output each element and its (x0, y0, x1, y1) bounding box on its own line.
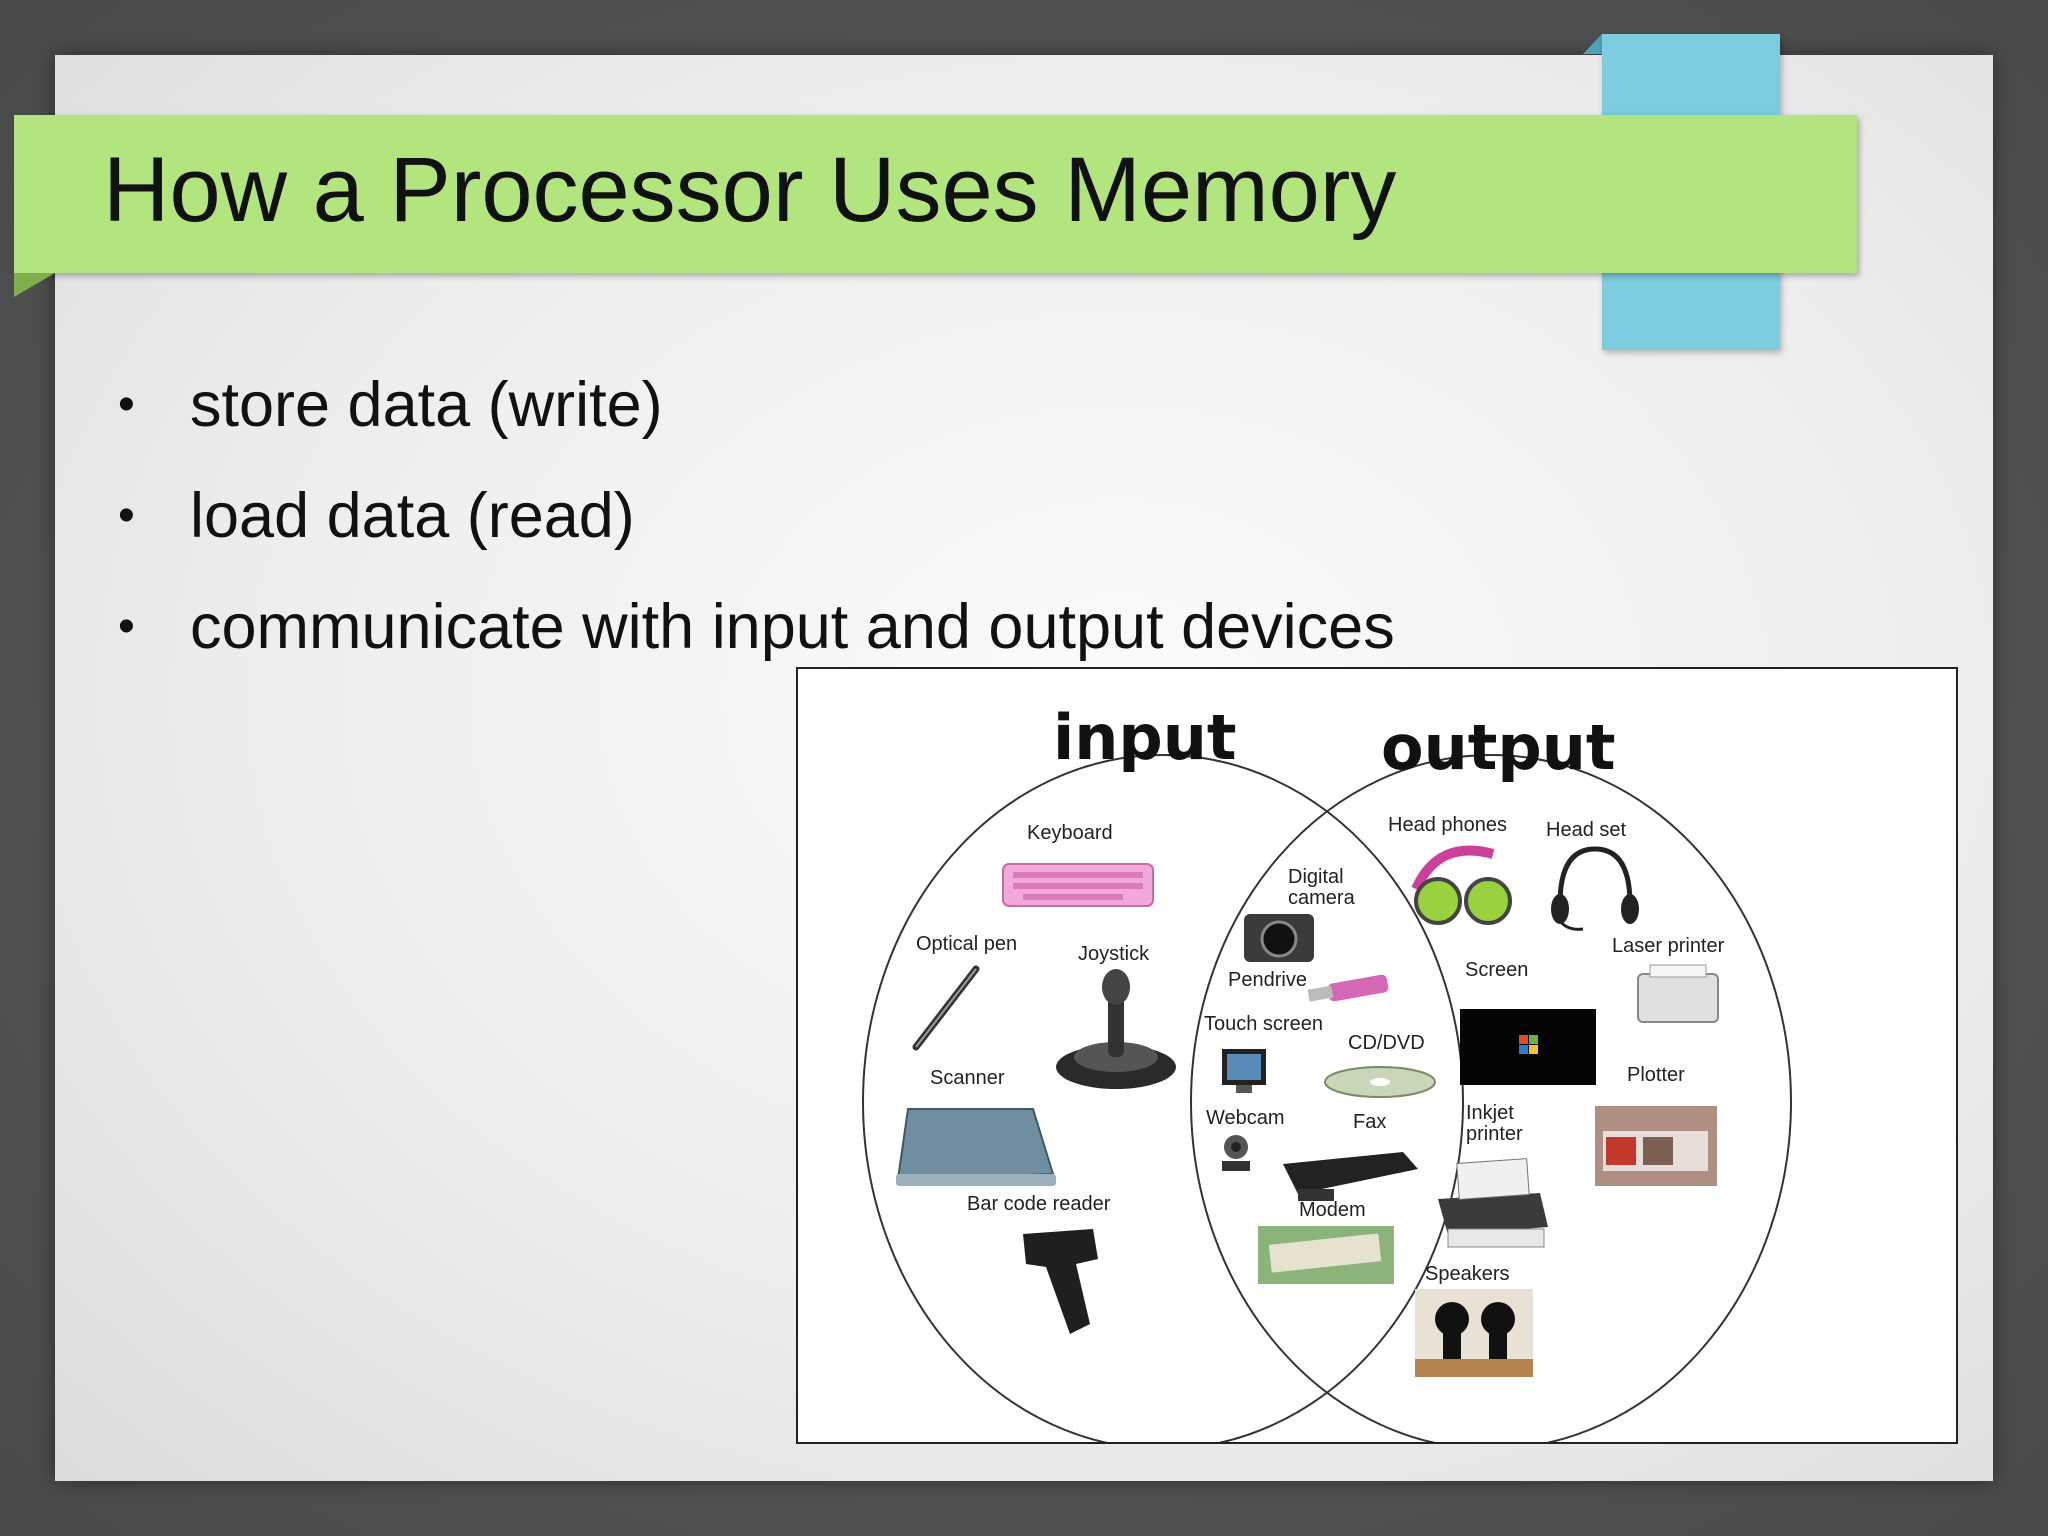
device-label: Touch screen (1204, 1013, 1323, 1035)
device-label: Plotter (1627, 1064, 1685, 1086)
headphones-icon (1411, 845, 1512, 925)
device-label: Optical pen (916, 933, 1017, 955)
touch-screen-icon (1222, 1049, 1266, 1093)
bullet-item: • store data (write) (118, 360, 1395, 471)
device-label: Speakers (1425, 1263, 1510, 1285)
plotter-icon (1595, 1106, 1717, 1186)
bullet-item: • load data (read) (118, 471, 1395, 582)
joystick-icon (1056, 969, 1176, 1089)
device-label: Head phones (1388, 814, 1507, 836)
device-label: camera (1288, 887, 1356, 909)
bullet-text: load data (read) (190, 481, 635, 551)
output-heading: output (1381, 711, 1616, 784)
device-label: Joystick (1078, 943, 1150, 965)
cd-dvd-icon (1324, 1066, 1436, 1098)
bullet-text: store data (write) (190, 370, 663, 440)
inkjet-printer-icon (1438, 1158, 1548, 1248)
input-circle (862, 754, 1464, 1442)
device-label: Fax (1353, 1111, 1386, 1133)
device-label: Scanner (930, 1067, 1005, 1089)
digital-camera-icon (1244, 914, 1314, 962)
laser-printer-icon (1637, 964, 1719, 1023)
device-label: Bar code reader (967, 1193, 1111, 1215)
device-label: Keyboard (1027, 822, 1113, 844)
title-band (14, 115, 1857, 273)
device-label: printer (1466, 1123, 1523, 1145)
bullet-dot: • (118, 489, 135, 542)
output-circle (1190, 754, 1792, 1442)
screen-icon (1460, 1009, 1596, 1085)
io-venn-diagram: input output Keyboard Optical pen Joysti… (796, 667, 1958, 1444)
device-label: Screen (1465, 959, 1528, 981)
scanner-icon (896, 1108, 1056, 1186)
barcode-reader-icon (1023, 1229, 1098, 1334)
title-band-fold (14, 273, 55, 297)
accent-tab-fold (1583, 34, 1602, 54)
bullet-dot: • (118, 600, 135, 653)
device-label: Digital (1288, 866, 1344, 888)
pendrive-icon (1307, 974, 1389, 1002)
bullet-dot: • (118, 378, 135, 431)
modem-icon (1258, 1226, 1394, 1284)
device-label: Inkjet (1466, 1102, 1514, 1124)
device-label: Webcam (1206, 1107, 1285, 1129)
venn-svg: input output Keyboard Optical pen Joysti… (862, 701, 1792, 1442)
device-label: Head set (1546, 819, 1626, 841)
bullet-list: • store data (write) • load data (read) • c… (118, 360, 1395, 693)
device-label: Pendrive (1228, 969, 1307, 991)
fax-icon (1283, 1152, 1418, 1201)
bullet-text: communicate with input and output device… (190, 592, 1395, 662)
device-label: CD/DVD (1348, 1032, 1425, 1054)
speakers-icon (1415, 1289, 1533, 1377)
webcam-icon (1222, 1135, 1250, 1171)
headset-icon (1551, 846, 1639, 931)
device-label: Modem (1299, 1199, 1366, 1221)
bullet-item: • communicate with input and output devic… (118, 582, 1395, 693)
input-heading: input (1053, 701, 1237, 774)
slide-title: How a Processor Uses Memory (103, 139, 1397, 241)
device-label: Laser printer (1612, 935, 1725, 957)
keyboard-icon (1002, 863, 1154, 907)
optical-pen-icon (912, 965, 980, 1051)
